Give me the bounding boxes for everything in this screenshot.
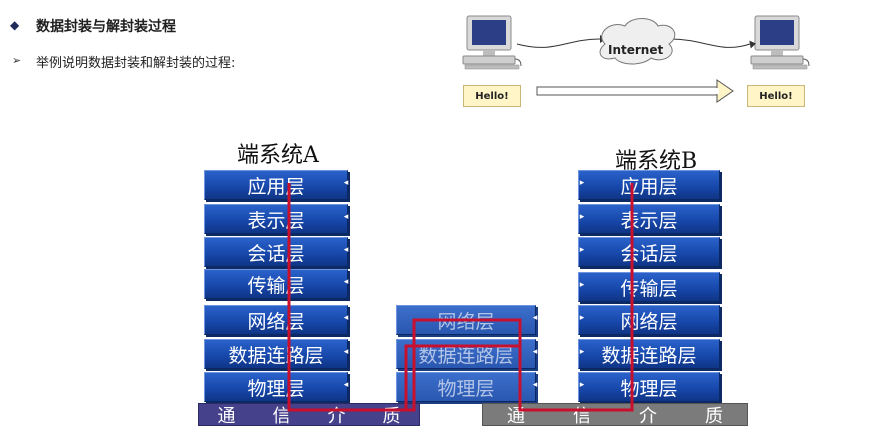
router-layer-datalink: 数据连路层 [396, 339, 536, 369]
side-arrow-icon: ◂ [343, 313, 349, 323]
computer-right-icon [750, 15, 810, 70]
medium-char: 信 [573, 405, 591, 427]
side-arrow-icon: ▸ [579, 178, 585, 188]
side-arrow-icon: ◂ [343, 212, 349, 222]
system-a-layer-session: 会话层 [204, 237, 348, 267]
system-a-layer-physical: 物理层 [204, 372, 348, 402]
medium-char: 介 [639, 405, 657, 427]
side-arrow-icon: ◂ [343, 245, 349, 255]
layer-label: 物理层 [620, 377, 678, 400]
side-arrow-icon: ◂ [343, 277, 349, 287]
system-a-layer-presentation: 表示层 [204, 204, 348, 234]
router-layer-physical: 物理层 [396, 372, 536, 402]
layer-label: 应用层 [247, 175, 305, 198]
medium-char: 介 [327, 405, 346, 427]
router-layer-network: 网络层 [396, 305, 536, 335]
layer-label: 数据连路层 [418, 344, 514, 367]
side-arrow-icon: ▸ [579, 313, 585, 323]
side-arrow-icon: ◂ [532, 380, 538, 390]
side-arrow-icon: ◂ [343, 178, 349, 188]
system-a-layer-datalink: 数据连路层 [204, 339, 348, 369]
side-arrow-icon: ▸ [579, 245, 585, 255]
computer-left-icon [462, 15, 522, 70]
hello-tag-left: Hello! [463, 85, 521, 107]
page-subtitle: 举例说明数据封装和解封装的过程: [36, 56, 236, 71]
side-arrow-icon: ◂ [343, 347, 349, 357]
layer-label: 传输层 [247, 274, 305, 297]
system-b-layer-session: 会话层 [578, 237, 720, 267]
internet-cloud-icon [599, 18, 676, 65]
medium-char: 质 [382, 405, 401, 427]
layer-label: 物理层 [437, 377, 495, 400]
medium-char: 通 [217, 405, 236, 427]
medium-char: 质 [705, 405, 723, 427]
page-title: 数据封装与解封装过程 [36, 19, 176, 35]
system-b-title: 端系统B [615, 149, 698, 174]
connection-right-line [669, 38, 751, 48]
layer-label: 数据连路层 [601, 344, 697, 367]
connection-left-line [516, 38, 601, 48]
system-b-layer-presentation: 表示层 [578, 204, 720, 234]
layer-label: 物理层 [247, 377, 305, 400]
layer-label: 网络层 [437, 310, 495, 333]
hello-tag-right: Hello! [747, 85, 805, 107]
side-arrow-icon: ◂ [532, 347, 538, 357]
layer-label: 传输层 [620, 277, 678, 300]
system-a-title: 端系统A [237, 143, 319, 168]
medium-char: 信 [272, 405, 291, 427]
system-a-layer-transport: 传输层 [204, 269, 348, 299]
heading-bullet: ◆ [10, 18, 20, 32]
medium-right-bar: 通 信 介 质 [482, 403, 748, 427]
side-arrow-icon: ▸ [579, 212, 585, 222]
layer-label: 数据连路层 [228, 344, 324, 367]
cloud-label: Internet [608, 43, 664, 57]
side-arrow-icon: ◂ [343, 380, 349, 390]
side-arrow-icon: ▸ [579, 347, 585, 357]
layer-label: 应用层 [620, 175, 678, 198]
layer-label: 表示层 [247, 209, 305, 232]
medium-left-bar: 通 信 介 质 [198, 403, 420, 427]
system-b-layer-datalink: 数据连路层 [578, 339, 720, 369]
system-b-layer-application: 应用层 [578, 170, 720, 200]
system-a-layer-application: 应用层 [204, 170, 348, 200]
layer-label: 表示层 [620, 209, 678, 232]
transfer-arrow-icon [536, 79, 734, 103]
side-arrow-icon: ◂ [532, 313, 538, 323]
layer-label: 网络层 [620, 310, 678, 333]
internet-illustration [462, 15, 810, 103]
side-arrow-icon: ▸ [579, 380, 585, 390]
system-b-layer-physical: 物理层 [578, 372, 720, 402]
medium-char: 通 [507, 405, 525, 427]
side-arrow-icon: ▸ [579, 280, 585, 290]
system-b-layer-network: 网络层 [578, 305, 720, 335]
system-a-layer-network: 网络层 [204, 305, 348, 335]
system-b-layer-transport: 传输层 [578, 272, 720, 302]
layer-label: 网络层 [247, 310, 305, 333]
layer-label: 会话层 [620, 242, 678, 265]
layer-label: 会话层 [247, 242, 305, 265]
subtitle-bullet: ➢ [12, 54, 22, 67]
